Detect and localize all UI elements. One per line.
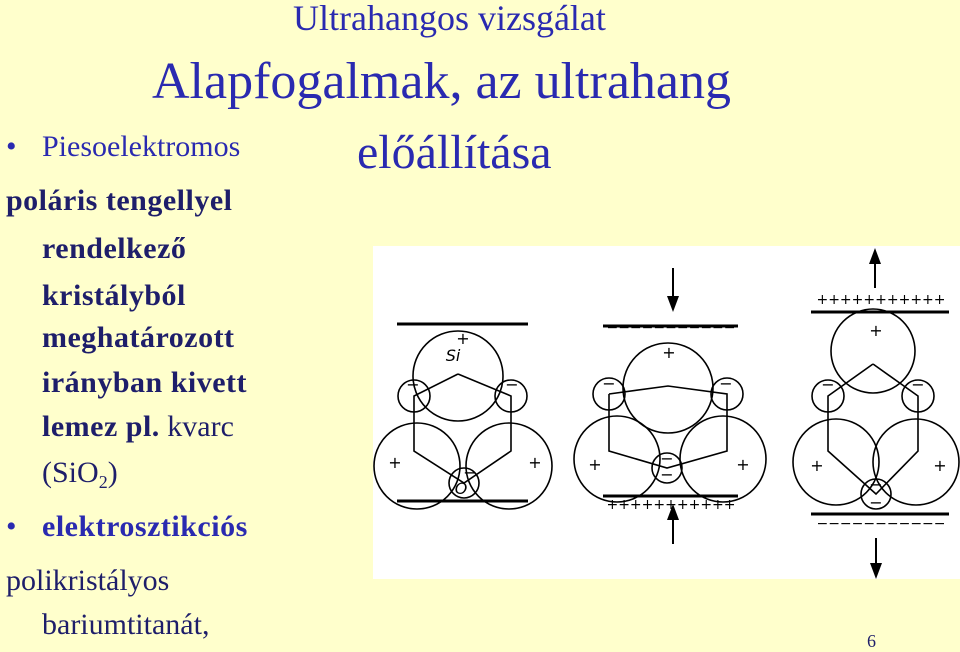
svg-text:+: +: [869, 321, 882, 340]
text-line-6-normal: kvarc: [159, 410, 234, 443]
text-line-4: meghatározott: [42, 321, 235, 354]
svg-text:−: −: [719, 374, 732, 393]
svg-text:−−−−−−−−−−−: −−−−−−−−−−−: [816, 516, 945, 532]
svg-text:+: +: [736, 455, 749, 474]
svg-text:−: −: [660, 449, 673, 468]
text-line-5: irányban kivett: [42, 366, 248, 399]
quartz-piezo-diagram: Si O + − − + + − + − − + + − − −−−−−−−−−…: [373, 246, 960, 579]
page-title-line2: előállítása: [357, 126, 552, 179]
svg-text:−: −: [911, 375, 924, 394]
svg-text:−: −: [463, 463, 476, 482]
page-title: Alapfogalmak, az ultrahang: [152, 53, 731, 110]
svg-text:−: −: [602, 374, 615, 393]
svg-text:O: O: [455, 479, 468, 498]
svg-text:−−−−−−−−−−−: −−−−−−−−−−−: [606, 320, 735, 336]
bullet-electrostriction: elektrosztikciós: [42, 510, 248, 543]
svg-text:+: +: [810, 456, 823, 475]
svg-text:−: −: [406, 375, 419, 394]
text-line-6-bold: lemez pl.: [42, 410, 160, 443]
svg-text:−: −: [821, 375, 834, 394]
text-line-8: polikristályos: [6, 564, 170, 597]
svg-text:+: +: [528, 453, 541, 472]
svg-text:−: −: [660, 465, 673, 484]
svg-text:+++++++++++: +++++++++++: [816, 292, 945, 308]
text-line-9: bariumtitanát,: [42, 608, 210, 641]
svg-text:+: +: [456, 329, 469, 348]
svg-text:−: −: [869, 475, 882, 494]
supertitle: Ultrahangos vizsgálat: [293, 0, 606, 38]
svg-text:−: −: [505, 375, 518, 394]
text-line-7: (SiO2): [42, 456, 118, 492]
bullet-piezo: Piesoelektromos: [42, 130, 241, 163]
text-line-1: poláris tengellyel: [6, 184, 233, 217]
svg-text:+: +: [662, 343, 675, 362]
page-number: 6: [867, 631, 876, 651]
text-line-6: lemez pl. kvarc: [42, 412, 234, 442]
svg-text:−: −: [869, 493, 882, 512]
bullet-dot: •: [6, 130, 17, 163]
bullet-dot-2: •: [6, 510, 17, 543]
svg-text:+: +: [388, 453, 401, 472]
svg-text:Si: Si: [446, 346, 461, 365]
svg-text:+: +: [933, 456, 946, 475]
svg-text:+++++++++++: +++++++++++: [606, 497, 735, 513]
svg-text:+: +: [588, 455, 601, 474]
text-line-3: kristályból: [42, 279, 186, 312]
text-line-2: rendelkező: [42, 232, 187, 265]
